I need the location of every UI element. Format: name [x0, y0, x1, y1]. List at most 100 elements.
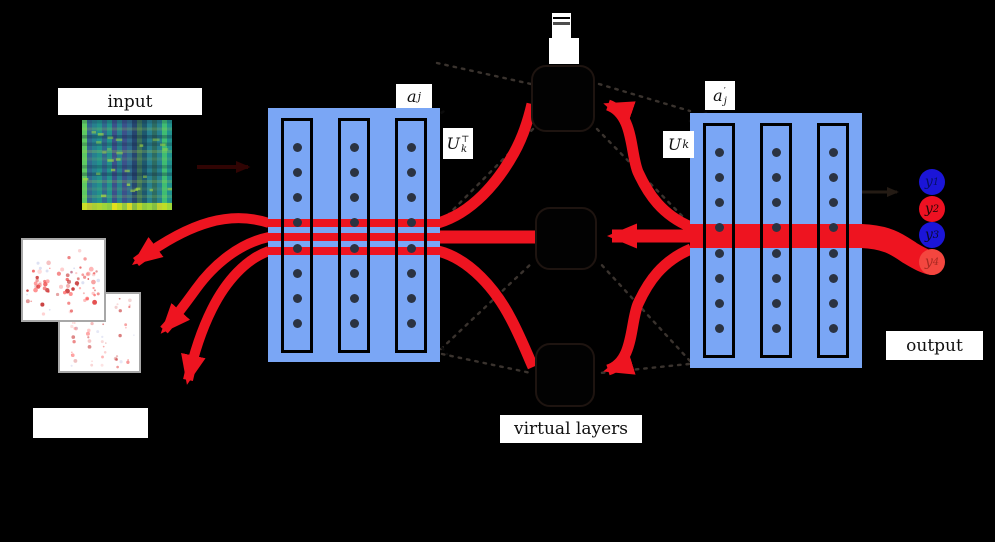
saliency-speck [31, 269, 35, 273]
spectrogram-texel [107, 159, 114, 162]
saliency-speck [74, 326, 78, 331]
spectrogram-texel [102, 203, 107, 210]
saliency-speck [65, 273, 70, 278]
activation-right-prime: ′ [723, 86, 726, 97]
unit-dot [406, 318, 416, 328]
saliency-speck [91, 279, 96, 285]
unit-dot [771, 273, 781, 283]
unit-dot [714, 148, 724, 158]
saliency-speck [92, 272, 96, 275]
unit-dot [771, 173, 781, 183]
saliency-speck [82, 292, 85, 295]
saliency-speck [30, 300, 33, 303]
spectrogram-texel [82, 120, 87, 210]
saliency-speck [102, 345, 105, 348]
output-node-label: y [924, 174, 933, 190]
unit-dot [771, 248, 781, 258]
virtual-layer-node-middle [535, 207, 597, 270]
spectrogram-texel [82, 157, 172, 161]
saliency-speck [45, 269, 49, 273]
saliency-speck [115, 355, 119, 358]
unit-dot [349, 268, 359, 278]
unit-dot [292, 193, 302, 203]
spectrogram-texel [82, 203, 87, 210]
spectrogram-texel [162, 120, 167, 210]
saliency-speck [95, 270, 98, 273]
spectrogram-texel [115, 138, 123, 142]
saliency-speck [72, 340, 76, 344]
unit-dot [406, 143, 416, 153]
saliency-speck [76, 277, 80, 281]
spectrogram-texel [107, 120, 112, 210]
left-network-block [268, 108, 440, 362]
unit-dot [771, 223, 781, 233]
saliency-speck [91, 360, 93, 363]
right-network-block [690, 113, 862, 368]
spectrogram-texel [142, 120, 147, 210]
saliency-speck [87, 336, 90, 339]
spectrogram-texel [127, 120, 132, 210]
unit-dot [292, 243, 302, 253]
input-spectrogram-image [82, 120, 172, 210]
unit-dot [406, 243, 416, 253]
saliency-speck [65, 283, 71, 289]
saliency-speck [83, 275, 87, 279]
saliency-speck [71, 287, 75, 291]
saliency-speck [119, 360, 123, 364]
spectrogram-texel [107, 203, 112, 210]
output-node-label: y [924, 227, 933, 243]
spectrogram-texel [97, 203, 102, 210]
saliency-speck [102, 323, 105, 326]
flow-topnode-to-left-block [436, 102, 538, 229]
saliency-speck [87, 328, 91, 333]
spectrogram-texel [157, 203, 162, 210]
unit-dot [714, 298, 724, 308]
saliency-speck [85, 331, 90, 336]
spectrogram-texel [107, 147, 112, 151]
right-block-layer-1 [703, 123, 735, 358]
saliency-speck [25, 299, 30, 304]
saliency-speck [43, 279, 47, 283]
output-node-sub: 4 [932, 256, 940, 268]
spectrogram-texel [82, 120, 172, 124]
saliency-speck [127, 359, 129, 361]
saliency-speck [55, 292, 60, 297]
saliency-speck [93, 293, 96, 297]
saliency-speck [100, 340, 104, 344]
spectrogram-texel [117, 203, 122, 210]
saliency-speck [86, 271, 91, 276]
unit-dot [292, 218, 302, 228]
spectrogram-texel [96, 172, 101, 176]
spectrogram-texel [137, 120, 142, 210]
spectrogram-texel [127, 203, 132, 210]
spectrogram-texel [142, 203, 147, 210]
spectrogram-texel [137, 203, 142, 210]
spectrogram-texel [110, 168, 116, 172]
left-block-layer-2 [338, 118, 370, 353]
weight-right-sub: k [682, 138, 690, 151]
saliency-speck [45, 279, 50, 284]
saliency-speck [100, 363, 104, 367]
unit-dot [771, 323, 781, 333]
saliency-speck [103, 351, 107, 354]
left-block-layer-3 [395, 118, 427, 353]
spectrogram-texel [132, 203, 137, 210]
saliency-speck [91, 291, 95, 296]
spectrogram-texel [82, 135, 172, 139]
saliency-speck [26, 289, 29, 292]
spectrogram-texel [122, 203, 127, 210]
unit-dot [349, 318, 359, 328]
spectrogram-texel [92, 120, 97, 210]
saliency-speck [26, 293, 28, 296]
spectrogram-texel [126, 183, 131, 186]
saliency-speck [128, 304, 131, 307]
saliency-speck [78, 287, 82, 290]
spectrogram-texel [152, 203, 157, 210]
unit-dot [714, 248, 724, 258]
saliency-speck [128, 305, 131, 309]
unit-dot [349, 218, 359, 228]
saliency-speck [115, 358, 118, 361]
spectrogram-texel [82, 177, 89, 181]
